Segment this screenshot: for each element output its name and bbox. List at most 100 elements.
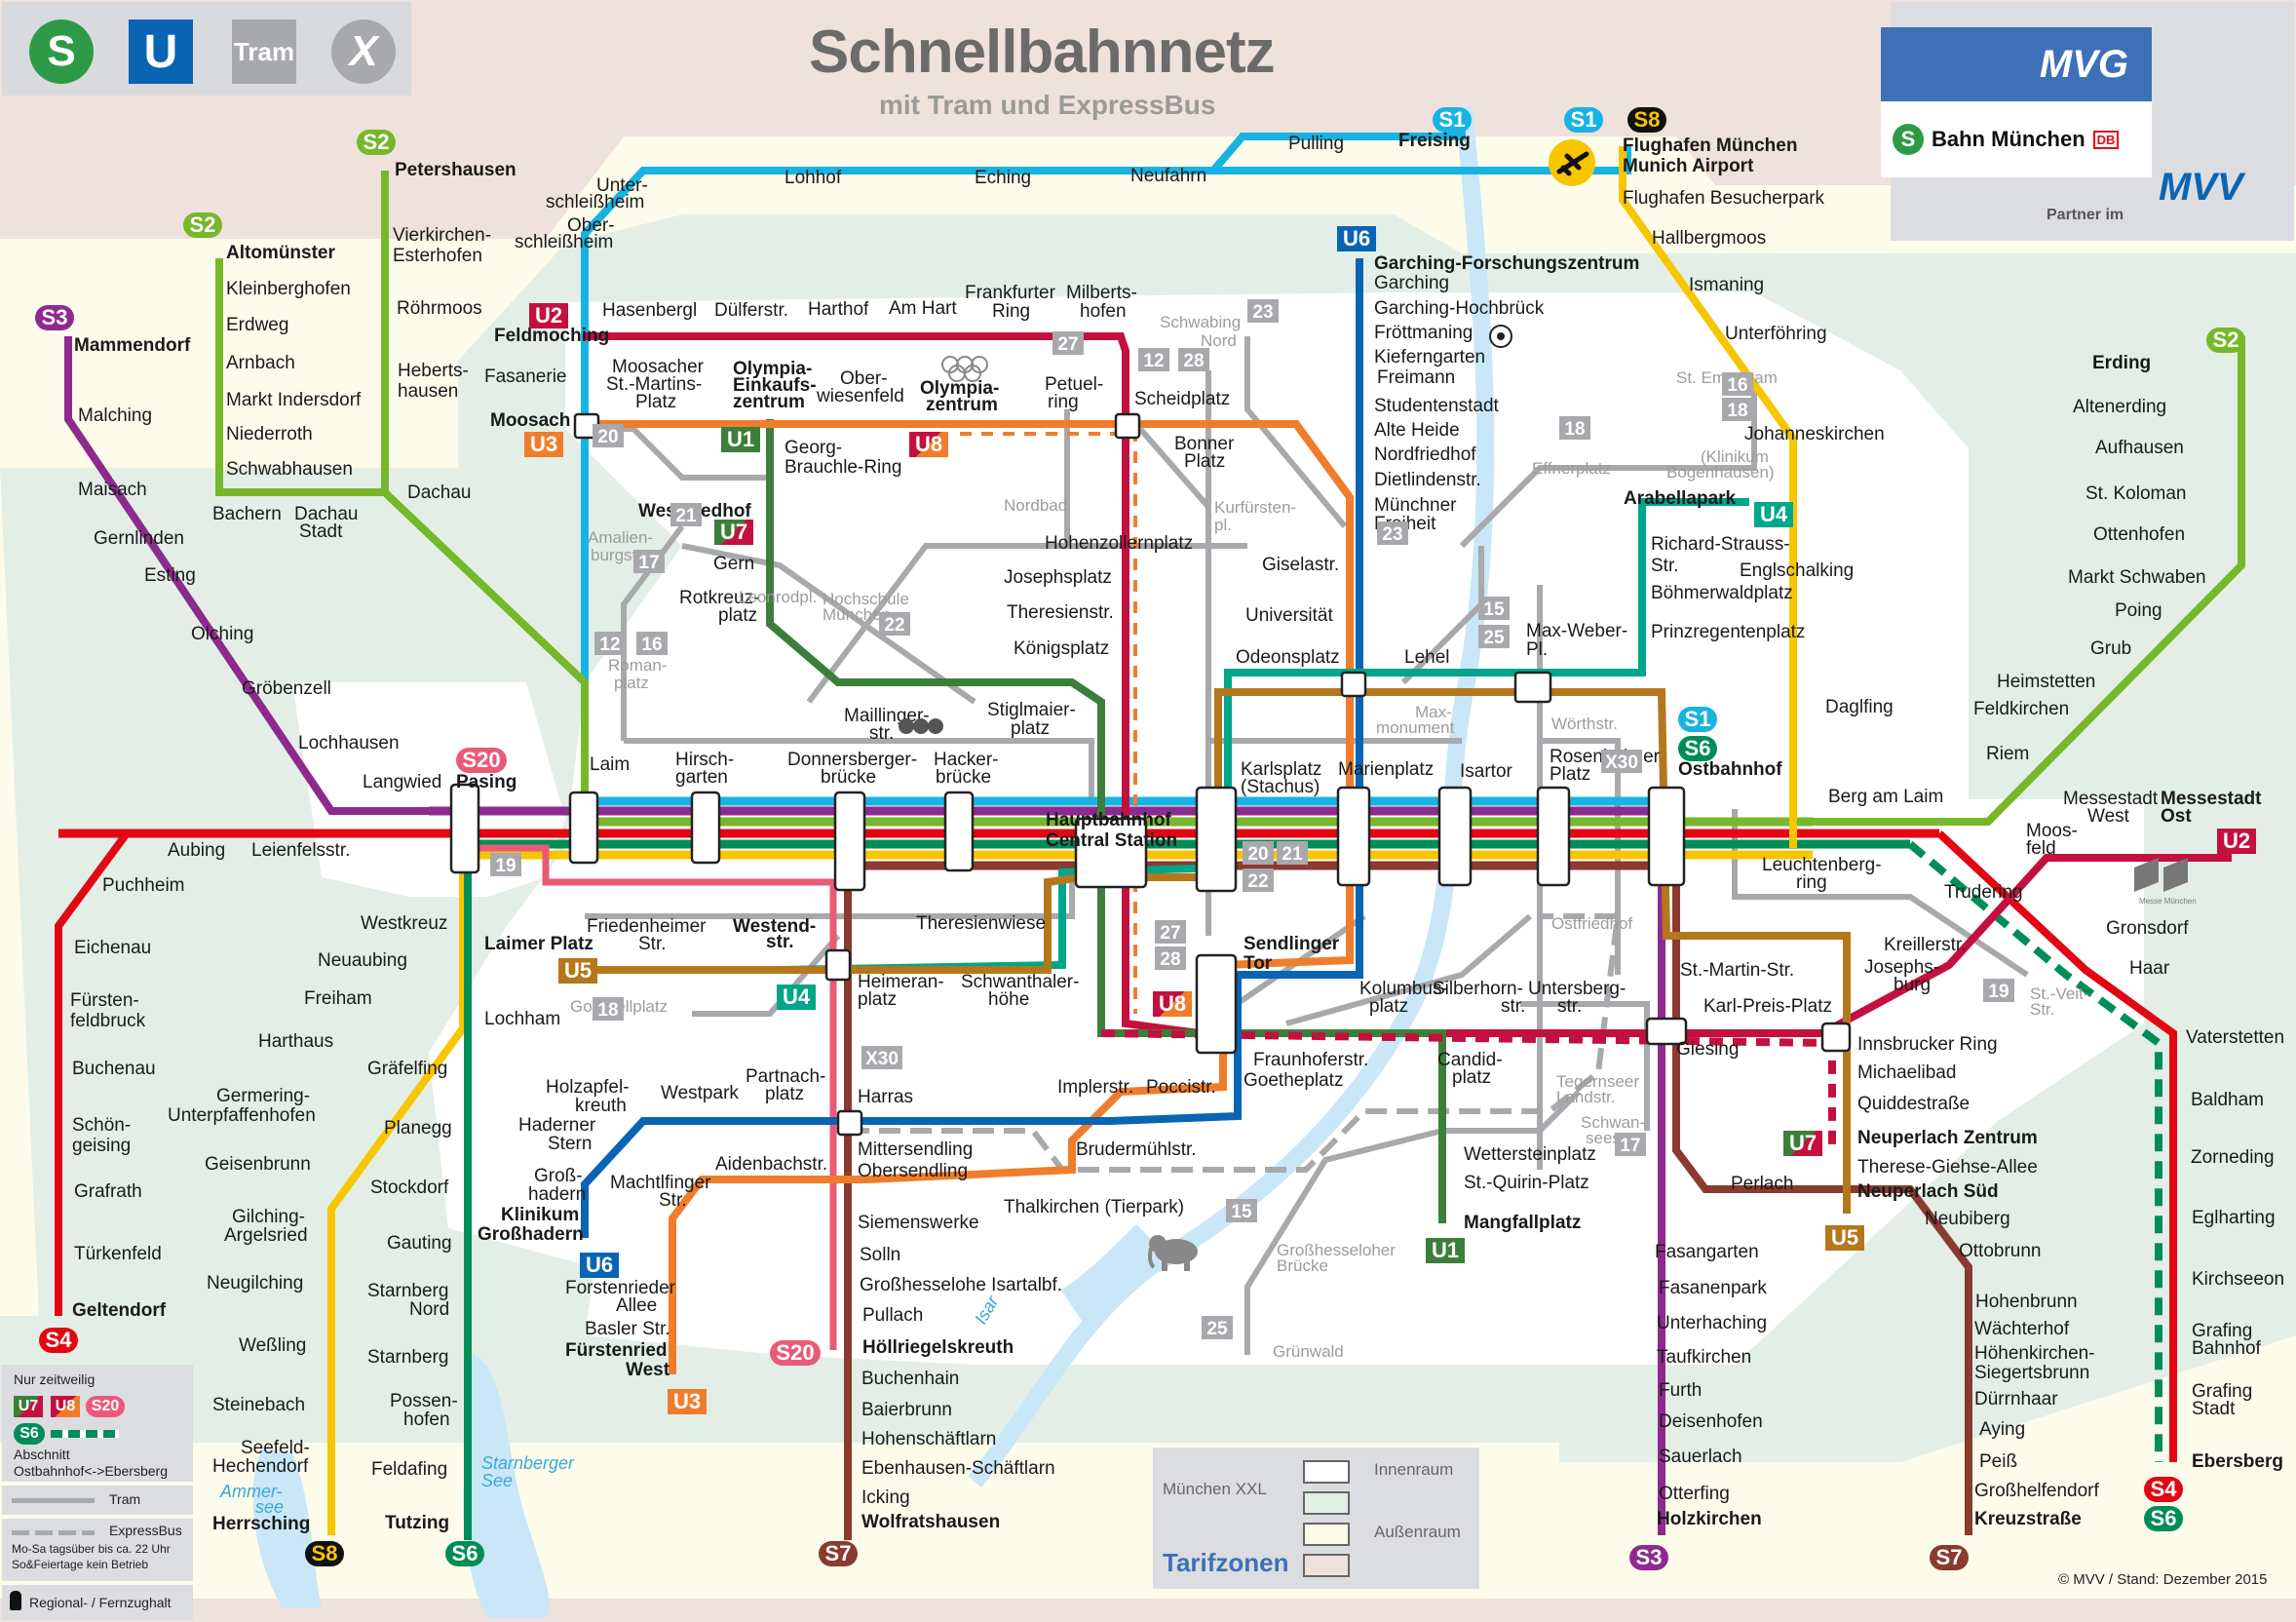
station-label: Platz xyxy=(1184,451,1225,472)
line-badge-S8-airport: S8 xyxy=(1627,107,1666,133)
station-label: Ostbahnhof xyxy=(1678,759,1782,780)
tram-stop-label: Tegernseer xyxy=(1556,1072,1639,1091)
station-label: Icking xyxy=(861,1487,910,1508)
station-label: Unterföhring xyxy=(1725,324,1827,344)
legend-regional-label: Regional- / Fernzughalt xyxy=(29,1595,172,1610)
station-label: Theresienstr. xyxy=(1007,602,1114,623)
legend-expressbus xyxy=(2,1519,193,1581)
station-label: Baierbrunn xyxy=(861,1400,952,1420)
station-label: Moos- xyxy=(2026,821,2078,841)
station-label: Freiham xyxy=(304,988,372,1009)
ammersee-label-2: see xyxy=(255,1497,284,1517)
station-label: Stockdorf xyxy=(370,1178,449,1198)
svg-text:22: 22 xyxy=(884,615,904,636)
tram-number-badge: X30 xyxy=(861,1046,902,1069)
tram-stop-label: Hochschule xyxy=(823,590,909,608)
tram-number-badge: 20 xyxy=(593,424,624,447)
tram-stop-label: pl. xyxy=(1214,516,1232,534)
station-label: Josephs- xyxy=(1864,957,1939,978)
svg-text:18: 18 xyxy=(1564,419,1585,440)
station-label: Trudering xyxy=(1944,882,2023,903)
line-badge-S4-ebersberg: S4 xyxy=(2144,1477,2183,1502)
zone-swatch-outer xyxy=(1303,1554,1350,1577)
station-label: Starnberg xyxy=(367,1281,448,1301)
line-badge-U7-westfriedhof: U7 xyxy=(714,520,753,545)
legend-s6-section-2: Ostbahnhof<->Ebersberg xyxy=(14,1463,168,1479)
station-label: Hechendorf xyxy=(212,1456,309,1477)
tram-stop-label: (Klinikum xyxy=(1701,447,1769,466)
station-label: Kleinberghofen xyxy=(226,279,351,299)
ammersee-label-1: Ammer- xyxy=(219,1482,283,1501)
station-label: Lochhausen xyxy=(298,733,400,753)
tram-number-badge: 15 xyxy=(1226,1199,1257,1222)
zoo-elephant-icon xyxy=(1148,1235,1198,1271)
map-subtitle: mit Tram und ExpressBus xyxy=(879,90,1216,120)
tram-stop-label: Ostfriedhof xyxy=(1551,914,1632,933)
tram-stop-label: platz xyxy=(614,674,649,692)
station-label: Hohenbrunn xyxy=(1975,1292,2078,1312)
svg-text:23: 23 xyxy=(1382,524,1402,545)
svg-text:23: 23 xyxy=(1252,302,1273,323)
tram-number-badge: 21 xyxy=(670,503,702,526)
station-label: Quiddestraße xyxy=(1857,1094,1970,1114)
station-label: Laimer Platz xyxy=(484,934,593,954)
station-label: Gernlinden xyxy=(94,528,184,549)
station-label: Isartor xyxy=(1460,761,1513,782)
station-label: Großhesselohe Isartalbf. xyxy=(860,1275,1062,1295)
station-label: Partnach- xyxy=(746,1066,825,1087)
s-bahn-circle-icon: S xyxy=(1893,124,1924,155)
station-label: Hirsch- xyxy=(675,750,734,770)
tram-number-badge: 21 xyxy=(1277,841,1308,865)
legend-expressbus-note-1: Mo-Sa tagsüber bis ca. 22 Uhr xyxy=(12,1542,171,1556)
transport-modes: S U Tram X xyxy=(2,2,411,96)
station-label: Hasenbergl xyxy=(602,300,697,321)
zone-swatch-m1 xyxy=(1303,1491,1350,1515)
station-label: Königsplatz xyxy=(1014,638,1109,659)
tram-number-badge: 27 xyxy=(1052,331,1084,355)
station-label: platz xyxy=(1011,718,1050,739)
station-label: Universität xyxy=(1245,605,1333,626)
station-label: Aidenbachstr. xyxy=(715,1154,827,1175)
svg-text:X30: X30 xyxy=(1605,753,1638,773)
station-label: Ring xyxy=(992,301,1030,322)
station-label: Siemenswerke xyxy=(858,1213,979,1233)
station-label: kreuth xyxy=(575,1096,627,1116)
tram-number-badge: 18 xyxy=(1559,416,1590,440)
station-label: Leienfelsstr. xyxy=(251,840,350,861)
line-badge-U3-fuerstenried: U3 xyxy=(668,1389,707,1414)
station-label: Platz xyxy=(1550,764,1590,785)
station-label: Mammendorf xyxy=(74,335,191,356)
station-label: Frankfurter xyxy=(965,283,1056,303)
station-label: Siegertsbrunn xyxy=(1974,1363,2089,1383)
station-label: Hallbergmoos xyxy=(1652,228,1766,249)
station-label: Grafing xyxy=(2192,1381,2252,1402)
station-label: Str. xyxy=(638,934,667,954)
station-label: Altomünster xyxy=(226,243,336,263)
station-label: Furth xyxy=(1659,1380,1702,1401)
line-u3 xyxy=(585,420,1354,1374)
station-label: Großhadern xyxy=(478,1224,584,1245)
legend-expressbus-label: ExpressBus xyxy=(109,1523,182,1538)
station-label: Pasing xyxy=(456,772,517,792)
svg-text:16: 16 xyxy=(1727,375,1747,396)
station-label: Moosacher xyxy=(612,357,705,377)
station-label: Dürrnhaar xyxy=(1974,1389,2058,1410)
station-label: Baldham xyxy=(2191,1090,2264,1110)
svg-text:28: 28 xyxy=(1160,949,1180,970)
station-label: Marienplatz xyxy=(1338,759,1434,780)
station-label: Starnberg xyxy=(367,1347,448,1368)
svg-text:12: 12 xyxy=(599,635,620,655)
station-label: Unter- xyxy=(596,175,648,196)
tram-number-badge: 23 xyxy=(1377,521,1408,545)
svg-text:15: 15 xyxy=(1231,1202,1252,1222)
station-label: Georg- xyxy=(784,438,842,458)
station-label: Implerstr. xyxy=(1057,1077,1133,1098)
legend-s6-badge: S6 xyxy=(14,1423,45,1445)
db-logo: DB xyxy=(2092,130,2120,149)
tram-number-badge: 20 xyxy=(1243,841,1274,865)
station-label: Aufhausen xyxy=(2095,438,2184,458)
station-label: garten xyxy=(675,767,728,788)
zone-swatch-m2 xyxy=(1303,1523,1350,1546)
mvv-logo: MVV xyxy=(2159,166,2243,209)
station-label: Untersberg- xyxy=(1528,979,1626,999)
